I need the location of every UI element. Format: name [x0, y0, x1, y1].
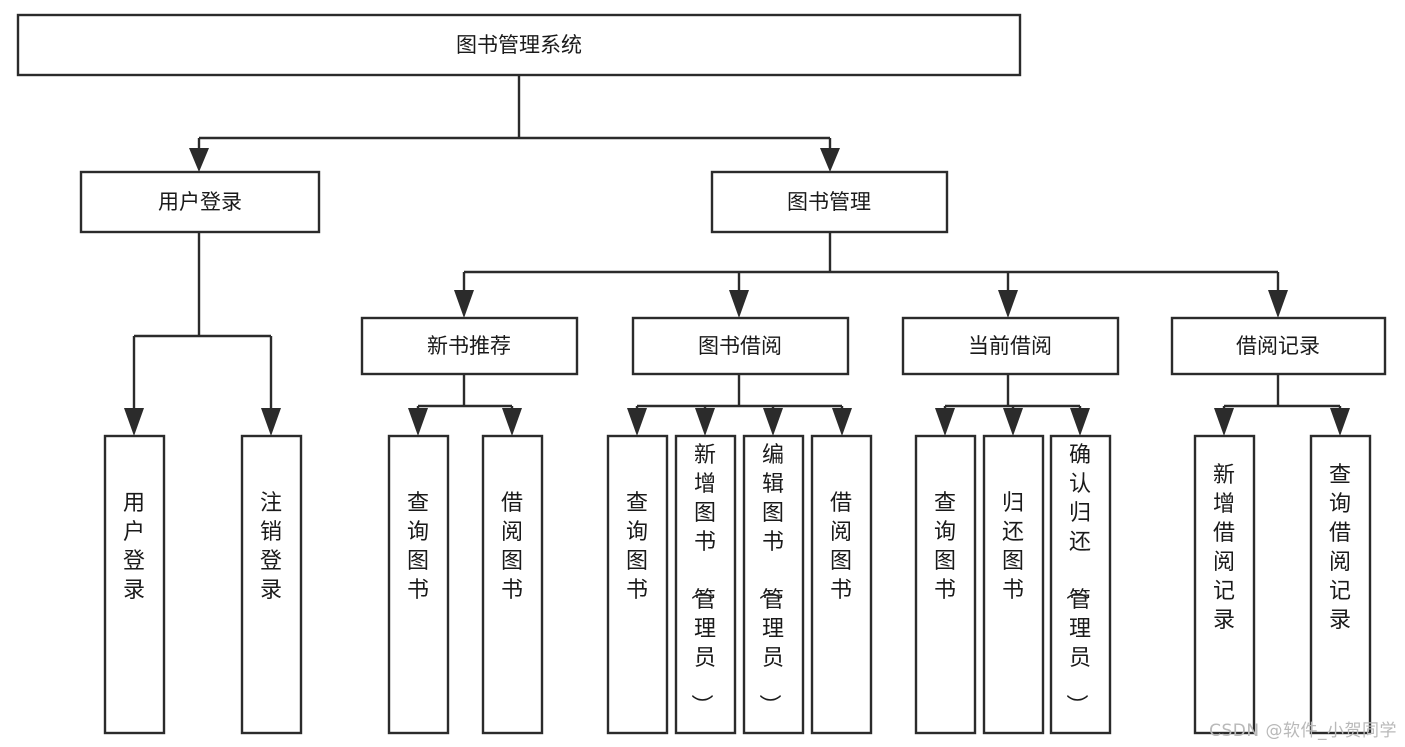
node-leaf-user-login-label: 用户登录	[123, 491, 145, 603]
node-user-login[interactable]: 用户登录	[79, 170, 321, 234]
node-leaf-query-book-2[interactable]: 查询图书	[606, 434, 669, 735]
node-leaf-add-book-box[interactable]	[674, 434, 737, 735]
node-leaf-user-login[interactable]: 用户登录	[103, 434, 166, 735]
arrow-head-leaf-query-book-1	[408, 408, 428, 436]
arrow-head-borrow-record	[1268, 290, 1288, 318]
node-book-borrow-label: 图书借阅	[698, 334, 782, 358]
node-leaf-borrow-book-2-label: 借阅图书	[830, 491, 852, 603]
node-leaf-query-book-3-box[interactable]	[914, 434, 977, 735]
node-leaf-edit-book-label: 编辑图书（管理员）	[756, 443, 784, 716]
node-leaf-query-record-box[interactable]	[1309, 434, 1372, 735]
arrow-head-book-borrow	[729, 290, 749, 318]
arrow-head-current-borrow	[998, 290, 1018, 318]
node-book-borrow[interactable]: 图书借阅	[631, 316, 850, 376]
node-leaf-add-book[interactable]: 新增图书（管理员）	[674, 434, 737, 735]
arrow-head-leaf-borrow-book-1	[502, 408, 522, 436]
node-leaf-confirm-return-label: 确认归还（管理员）	[1063, 443, 1091, 716]
arrow-head-leaf-query-book-2	[627, 408, 647, 436]
node-leaf-query-book-1-label: 查询图书	[407, 491, 429, 603]
node-leaf-add-record[interactable]: 新增借阅记录	[1193, 434, 1256, 735]
node-leaf-add-record-box[interactable]	[1193, 434, 1256, 735]
node-leaf-return-book-label: 归还图书	[1002, 491, 1024, 603]
node-root-box[interactable]	[16, 13, 1022, 77]
node-book-manage-box[interactable]	[710, 170, 949, 234]
node-current-borrow[interactable]: 当前借阅	[901, 316, 1120, 376]
arrow-head-leaf-add-record	[1214, 408, 1234, 436]
node-leaf-edit-book[interactable]: 编辑图书（管理员）	[742, 434, 805, 735]
node-leaf-return-book-box[interactable]	[982, 434, 1045, 735]
arrow-head-leaf-query-record	[1330, 408, 1350, 436]
node-leaf-logout-box[interactable]	[240, 434, 303, 735]
node-leaf-borrow-book-1-box[interactable]	[481, 434, 544, 735]
node-leaf-return-book[interactable]: 归还图书	[982, 434, 1045, 735]
node-leaf-query-record-label: 查询借阅记录	[1329, 463, 1351, 633]
node-user-login-label: 用户登录	[158, 190, 242, 214]
arrow-head-leaf-query-book-3	[935, 408, 955, 436]
node-leaf-query-book-3-label: 查询图书	[934, 491, 956, 603]
arrow-head-leaf-confirm-return	[1070, 408, 1090, 436]
node-new-book-recommend-label: 新书推荐	[427, 334, 511, 358]
node-new-book-recommend-box[interactable]	[360, 316, 579, 376]
node-leaf-borrow-book-1-label: 借阅图书	[501, 491, 523, 603]
node-leaf-logout-label: 注销登录	[260, 491, 282, 603]
node-current-borrow-box[interactable]	[901, 316, 1120, 376]
arrow-head-leaf-user-login	[124, 408, 144, 436]
node-current-borrow-label: 当前借阅	[968, 334, 1052, 358]
node-leaf-query-book-1[interactable]: 查询图书	[387, 434, 450, 735]
node-leaf-add-record-label: 新增借阅记录	[1213, 463, 1235, 633]
node-new-book-recommend[interactable]: 新书推荐	[360, 316, 579, 376]
arrow-head-new-book-recommend	[454, 290, 474, 318]
node-root-label: 图书管理系统	[456, 33, 582, 57]
node-leaf-query-book-3[interactable]: 查询图书	[914, 434, 977, 735]
node-leaf-confirm-return-box[interactable]	[1049, 434, 1112, 735]
arrow-head-leaf-add-book	[695, 408, 715, 436]
connector-layer	[124, 75, 1350, 436]
arrow-head-user-login	[189, 148, 209, 172]
node-leaf-borrow-book-2[interactable]: 借阅图书	[810, 434, 873, 735]
arrow-head-leaf-return-book	[1003, 408, 1023, 436]
node-leaf-query-record[interactable]: 查询借阅记录	[1309, 434, 1372, 735]
node-book-borrow-box[interactable]	[631, 316, 850, 376]
node-leaf-add-book-label: 新增图书（管理员）	[688, 443, 716, 716]
arrow-head-leaf-logout	[261, 408, 281, 436]
node-borrow-record[interactable]: 借阅记录	[1170, 316, 1387, 376]
node-user-login-box[interactable]	[79, 170, 321, 234]
node-book-manage[interactable]: 图书管理	[710, 170, 949, 234]
node-leaf-query-book-2-box[interactable]	[606, 434, 669, 735]
arrow-head-leaf-borrow-book-2	[832, 408, 852, 436]
node-borrow-record-label: 借阅记录	[1236, 334, 1320, 358]
node-leaf-confirm-return[interactable]: 确认归还（管理员）	[1049, 434, 1112, 735]
node-leaf-borrow-book-1[interactable]: 借阅图书	[481, 434, 544, 735]
node-leaf-borrow-book-2-box[interactable]	[810, 434, 873, 735]
node-borrow-record-box[interactable]	[1170, 316, 1387, 376]
node-leaf-user-login-box[interactable]	[103, 434, 166, 735]
node-book-manage-label: 图书管理	[787, 190, 871, 214]
arrow-head-book-manage	[820, 148, 840, 172]
node-leaf-logout[interactable]: 注销登录	[240, 434, 303, 735]
node-leaf-query-book-2-label: 查询图书	[626, 491, 648, 603]
arrow-head-leaf-edit-book	[763, 408, 783, 436]
node-leaf-query-book-1-box[interactable]	[387, 434, 450, 735]
node-root[interactable]: 图书管理系统	[16, 13, 1022, 77]
node-leaf-edit-book-box[interactable]	[742, 434, 805, 735]
